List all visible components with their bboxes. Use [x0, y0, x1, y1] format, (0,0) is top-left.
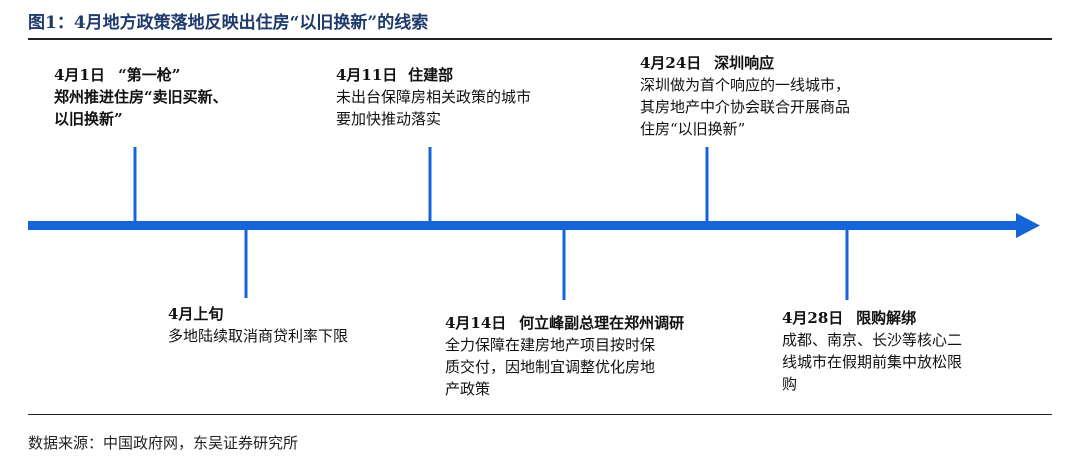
- event-date: 4月11日: [336, 66, 398, 84]
- event-line: 以旧换新”: [54, 110, 123, 128]
- event-line: 成都、南京、长沙等核心二: [782, 331, 963, 349]
- event-line: 要加快推动落实: [336, 110, 442, 128]
- bottom-rule: [28, 414, 1052, 415]
- event-line: 未出台保障房相关政策的城市: [336, 88, 532, 106]
- event-date: 4月1日: [54, 66, 105, 84]
- event-headline: 深圳响应: [714, 54, 775, 72]
- event-line: 郑州推进住房“卖旧买新、: [54, 88, 228, 106]
- event-apr-24: 4月24日 深圳响应 深圳做为首个响应的一线城市， 其房地产中介协会联合开展商品…: [640, 52, 850, 140]
- event-date: 4月14日: [445, 314, 507, 332]
- event-headline: 限购解绑: [856, 309, 917, 327]
- event-date: 4月上旬: [168, 305, 224, 323]
- event-headline: 住建部: [408, 66, 454, 84]
- event-line: 其房地产中介协会联合开展商品: [640, 98, 851, 116]
- figure-title: 图1：4月地方政策落地反映出住房“以旧换新”的线索: [28, 13, 429, 33]
- event-headline: “第一枪”: [118, 66, 181, 84]
- event-apr-14: 4月14日 何立峰副总理在郑州调研 全力保障在建房地产项目按时保 质交付，因地制…: [445, 312, 684, 400]
- event-apr-11: 4月11日 住建部 未出台保障房相关政策的城市 要加快推动落实: [336, 64, 531, 130]
- event-early-apr: 4月上旬 多地陆续取消商贷利率下限: [168, 303, 348, 347]
- event-line: 多地陆续取消商贷利率下限: [168, 327, 349, 345]
- event-headline: 何立峰副总理在郑州调研: [519, 314, 685, 332]
- source-note: 数据来源：中国政府网，东吴证券研究所: [28, 434, 299, 452]
- event-line: 产政策: [445, 380, 491, 398]
- top-rule: [28, 38, 1052, 40]
- event-line: 住房“以旧换新”: [640, 120, 746, 138]
- event-line: 深圳做为首个响应的一线城市，: [640, 76, 851, 94]
- event-line: 线城市在假期前集中放松限: [782, 353, 963, 371]
- event-date: 4月24日: [640, 54, 702, 72]
- event-date: 4月28日: [782, 309, 844, 327]
- event-apr-28: 4月28日 限购解绑 成都、南京、长沙等核心二 线城市在假期前集中放松限 购: [782, 307, 962, 395]
- event-line: 购: [782, 375, 798, 393]
- event-line: 质交付，因地制宜调整优化房地: [445, 358, 656, 376]
- timeline-axis: [28, 221, 1018, 230]
- event-apr-1: 4月1日 “第一枪” 郑州推进住房“卖旧买新、 以旧换新”: [54, 64, 228, 130]
- event-line: 全力保障在建房地产项目按时保: [445, 336, 656, 354]
- timeline-arrowhead: [1016, 213, 1040, 238]
